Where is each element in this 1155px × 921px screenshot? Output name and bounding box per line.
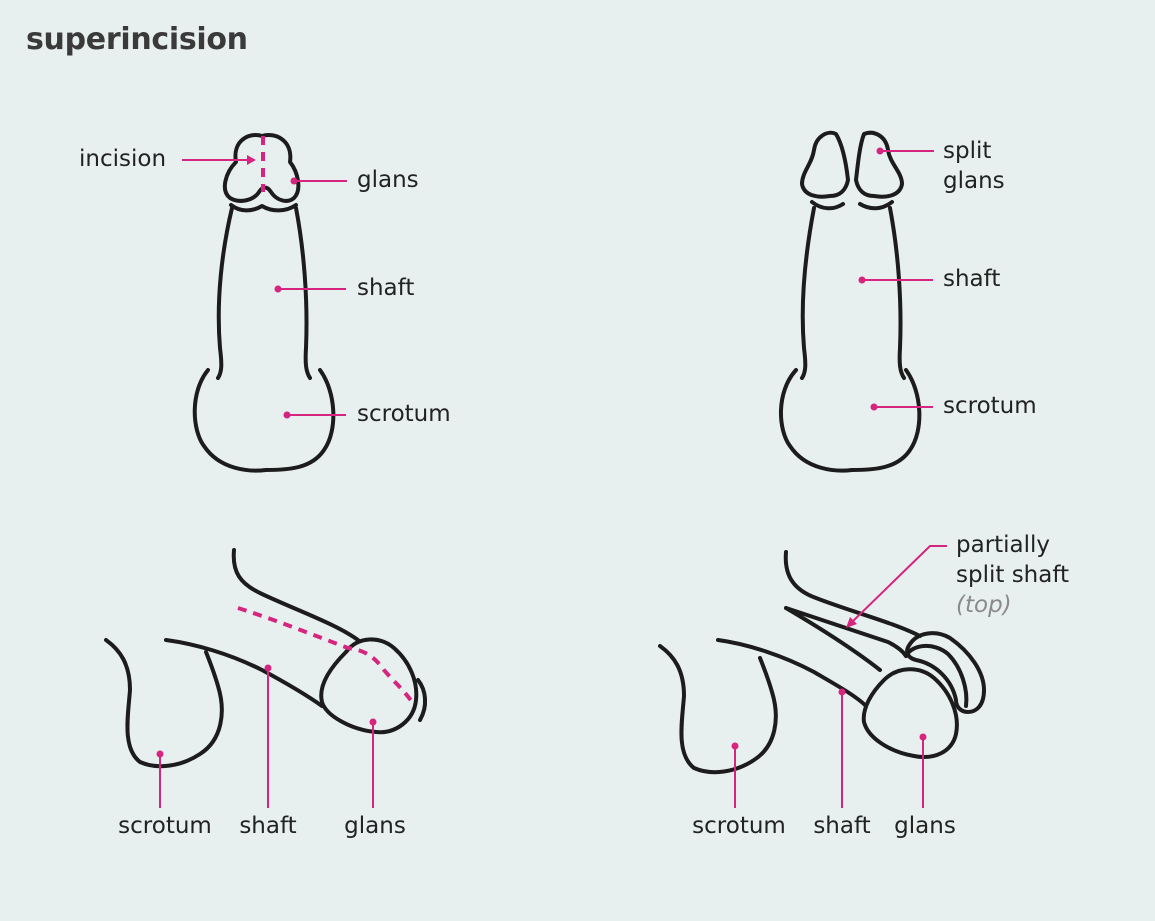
front-before-corona	[229, 203, 298, 213]
label-glans: glans	[357, 167, 419, 193]
side-after-glans-back	[905, 631, 986, 714]
front-after-glans-left	[800, 130, 850, 199]
label-split-glans: split glans	[943, 136, 1005, 196]
side-after-glans-front	[861, 667, 959, 759]
front-before-scrotum	[192, 368, 336, 473]
side-view-after	[658, 545, 986, 808]
front-after-shaft-right	[888, 206, 906, 380]
front-after-scrotum	[779, 368, 922, 473]
label-side-shaft: shaft	[239, 813, 297, 839]
label-side-glans: glans	[344, 813, 406, 839]
label-side-scrotum: scrotum	[118, 813, 212, 839]
leader-partially-split	[851, 545, 947, 623]
front-before-shaft-right	[294, 206, 312, 380]
label-scrotum: scrotum	[357, 401, 451, 427]
side-before-meatus	[416, 678, 427, 722]
front-after-glans-right	[854, 130, 904, 199]
side-before-underside	[164, 638, 324, 708]
front-before-shaft-left	[216, 206, 234, 380]
side-before-body	[231, 548, 360, 642]
front-view-before	[182, 133, 347, 473]
side-after-flap-edge	[784, 606, 882, 672]
arrow-partially-split	[846, 617, 857, 628]
label-scrotum-2: scrotum	[943, 393, 1037, 419]
side-after-glans-mid	[904, 644, 969, 708]
label-split-glans-line1: split	[943, 138, 992, 164]
label-incision: incision	[79, 146, 167, 172]
label-partially-line2: split shaft	[956, 562, 1070, 588]
label-partially-line1: partially	[956, 532, 1051, 558]
front-after-corona	[810, 200, 894, 211]
front-after-shaft-left	[800, 206, 816, 380]
side-incision-line	[237, 606, 414, 704]
arrow-incision	[247, 155, 256, 165]
side-after-split-flap	[784, 606, 908, 658]
side-after-body-top	[783, 550, 922, 638]
diagram-title: superincision	[26, 22, 248, 57]
side-before-scrotum	[104, 638, 224, 769]
label-partially-split-shaft: partially split shaft (top)	[956, 530, 1069, 620]
label-side2-glans: glans	[894, 813, 956, 839]
front-before-glans	[222, 133, 301, 203]
label-split-glans-line2: glans	[943, 168, 1005, 194]
side-view-before	[104, 548, 427, 808]
label-shaft: shaft	[357, 275, 415, 301]
label-top-note: (top)	[956, 592, 1012, 618]
front-view-after	[779, 130, 934, 473]
side-after-scrotum	[658, 644, 778, 775]
label-side2-scrotum: scrotum	[692, 813, 786, 839]
side-after-underside	[716, 638, 868, 708]
label-side2-shaft: shaft	[813, 813, 871, 839]
side-before-glans	[319, 637, 419, 735]
label-shaft-2: shaft	[943, 266, 1001, 292]
